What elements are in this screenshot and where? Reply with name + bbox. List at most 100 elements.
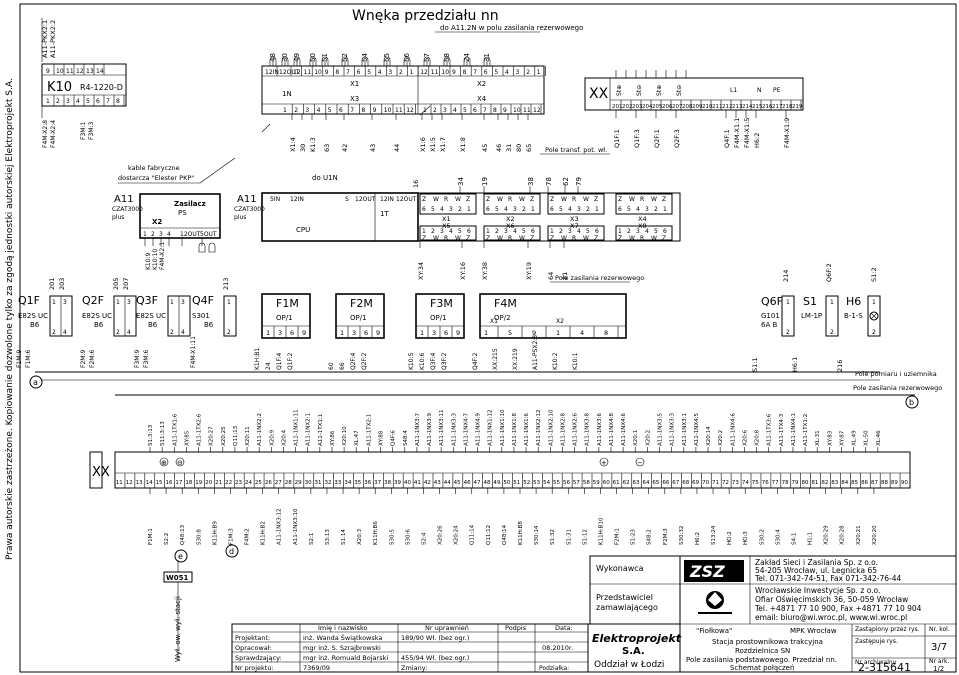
wire-label: X20:9 xyxy=(269,429,275,446)
wire-label: Q2F:3 xyxy=(673,129,681,148)
terminal-number: 31 xyxy=(315,480,322,486)
pin-label: 12OUT xyxy=(279,69,300,76)
header-label: Z xyxy=(618,235,622,242)
polarity-symbol: ⊖ xyxy=(177,459,183,467)
svg-text:A11: A11 xyxy=(114,194,134,205)
svg-text:12OUT: 12OUT xyxy=(355,196,376,203)
pin-label: 5 xyxy=(463,107,467,114)
terminal-symbol: St⊕ xyxy=(656,85,663,96)
pin-label: 6 xyxy=(96,98,100,105)
terminal-number: 62 xyxy=(623,480,630,486)
header-label: Z xyxy=(550,196,554,203)
pin-label: 1 xyxy=(486,228,490,235)
wire-label: Q2F:4 xyxy=(350,352,357,370)
wire-label: XY:16 xyxy=(459,262,467,280)
wire-label: S4:1 xyxy=(791,533,797,545)
wire-label: X1:7 xyxy=(439,137,447,152)
wire-label: X20:28 xyxy=(840,525,846,545)
svg-text:X1: X1 xyxy=(350,80,359,88)
pin-label: 5 xyxy=(86,98,90,105)
svg-text:plus: plus xyxy=(112,214,124,221)
wire-label: X1:4 xyxy=(289,137,297,152)
pin-label: 2 xyxy=(399,69,403,76)
svg-text:Wrocławskie Inwestycje Sp. z o: Wrocławskie Inwestycje Sp. z o.o. xyxy=(755,586,880,595)
q1f-type: E82S UC xyxy=(18,312,48,320)
wire-label: X20:1 xyxy=(633,430,639,446)
svg-text:Q6F:2: Q6F:2 xyxy=(825,263,833,282)
header-label: Z xyxy=(422,235,426,242)
wire-label: A11-1NX1:8 xyxy=(512,413,518,446)
terminal-number: 217 xyxy=(772,104,783,110)
wire-label: 207 xyxy=(122,278,130,290)
polarity-symbol: − xyxy=(637,459,643,467)
header-label: Z xyxy=(662,196,666,203)
terminal-number: 209 xyxy=(692,104,703,110)
f-module-type: OP/1 xyxy=(350,314,367,322)
pin-label: 8 xyxy=(463,69,467,76)
terminal-number: 53 xyxy=(533,480,540,486)
header-label: W xyxy=(519,196,525,203)
terminal-number: 50 xyxy=(503,480,510,486)
wire-label: Q1F:3 xyxy=(633,129,641,148)
terminal-symbol: St⊕ xyxy=(616,85,623,96)
wire-number: 58 xyxy=(443,53,451,62)
pin-label: 9 xyxy=(503,107,507,114)
wi-logo xyxy=(698,591,732,614)
terminal-number: 28 xyxy=(285,480,292,486)
q4f-type: S301 xyxy=(192,312,210,320)
pin-label: 3 xyxy=(181,299,185,306)
title-license: Zmiany: xyxy=(401,664,427,672)
polarity-symbol: ⊕ xyxy=(161,459,167,467)
wire-label: X20:2 xyxy=(645,430,651,446)
pin-label: 8 xyxy=(493,107,497,114)
pin-label: 10 xyxy=(513,107,521,114)
pole-pomiaru-note: Pole pomiaru i uziemnika xyxy=(855,370,937,378)
pin-label: 5 xyxy=(431,206,435,213)
header-label: Z xyxy=(530,196,534,203)
svg-text:Pole zasilania podstawowego. P: Pole zasilania podstawowego. Przedział n… xyxy=(686,656,837,664)
terminal-number: 67 xyxy=(672,480,679,486)
pin-label: 4 xyxy=(449,228,453,235)
svg-text:Zasilacz: Zasilacz xyxy=(174,200,206,208)
wire-label: A11-1NX2:8 xyxy=(560,413,566,446)
wire-number: 62 xyxy=(562,177,570,186)
pin-label: 4 xyxy=(580,329,584,337)
svg-text:PE: PE xyxy=(773,87,781,94)
wire-label: Q2F:1 xyxy=(653,129,661,148)
wire-label: X20:25 xyxy=(221,426,227,446)
cable-w051: W051 Wył. ow. wył. stacji xyxy=(163,560,193,662)
svg-text:1/2: 1/2 xyxy=(933,665,944,673)
svg-text:Data:: Data: xyxy=(555,624,573,632)
wire-number: 49 xyxy=(293,53,301,62)
svg-text:X4: X4 xyxy=(477,95,487,103)
terminal-number: 45 xyxy=(454,480,461,486)
svg-text:Zakład Sieci i Zasilania Sp. z: Zakład Sieci i Zasilania Sp. z o.o. xyxy=(755,558,878,567)
q2f-name: Q2F xyxy=(82,294,104,307)
pin-label: 6 xyxy=(484,69,488,76)
header-label: R xyxy=(572,235,576,242)
pin-label: 3 xyxy=(352,329,356,337)
pin-label: 4 xyxy=(440,206,444,213)
wire-label: 30 xyxy=(299,144,307,152)
svg-text:Q6F: Q6F xyxy=(761,295,783,308)
pin-label: 5 xyxy=(495,206,499,213)
terminal-symbol: St⊖ xyxy=(636,85,643,96)
terminal-number: 83 xyxy=(831,480,838,486)
svg-text:L1: L1 xyxy=(730,87,737,94)
svg-text:S1:1: S1:1 xyxy=(751,357,759,372)
pin-label: 9 xyxy=(452,69,456,76)
terminal-number: 202 xyxy=(622,104,633,110)
svg-text:G101: G101 xyxy=(761,312,780,320)
wire-label: F1M:9 xyxy=(16,350,23,368)
wire-label: F2M:6 xyxy=(89,350,96,368)
wire-label: Q2F:2 xyxy=(361,352,368,370)
wire-label: A11-1NX1:10 xyxy=(500,409,506,446)
header-label: Z xyxy=(550,235,554,242)
polarity-symbol: + xyxy=(601,459,607,467)
header-label: Z xyxy=(618,196,622,203)
q2f-type: E82S UC xyxy=(82,312,112,320)
pin-label: 3 xyxy=(278,329,282,337)
title-role: Nr projektu: xyxy=(235,664,274,672)
marker-a: a xyxy=(29,375,43,389)
svg-text:Zastępuje rys.: Zastępuje rys. xyxy=(855,638,898,645)
